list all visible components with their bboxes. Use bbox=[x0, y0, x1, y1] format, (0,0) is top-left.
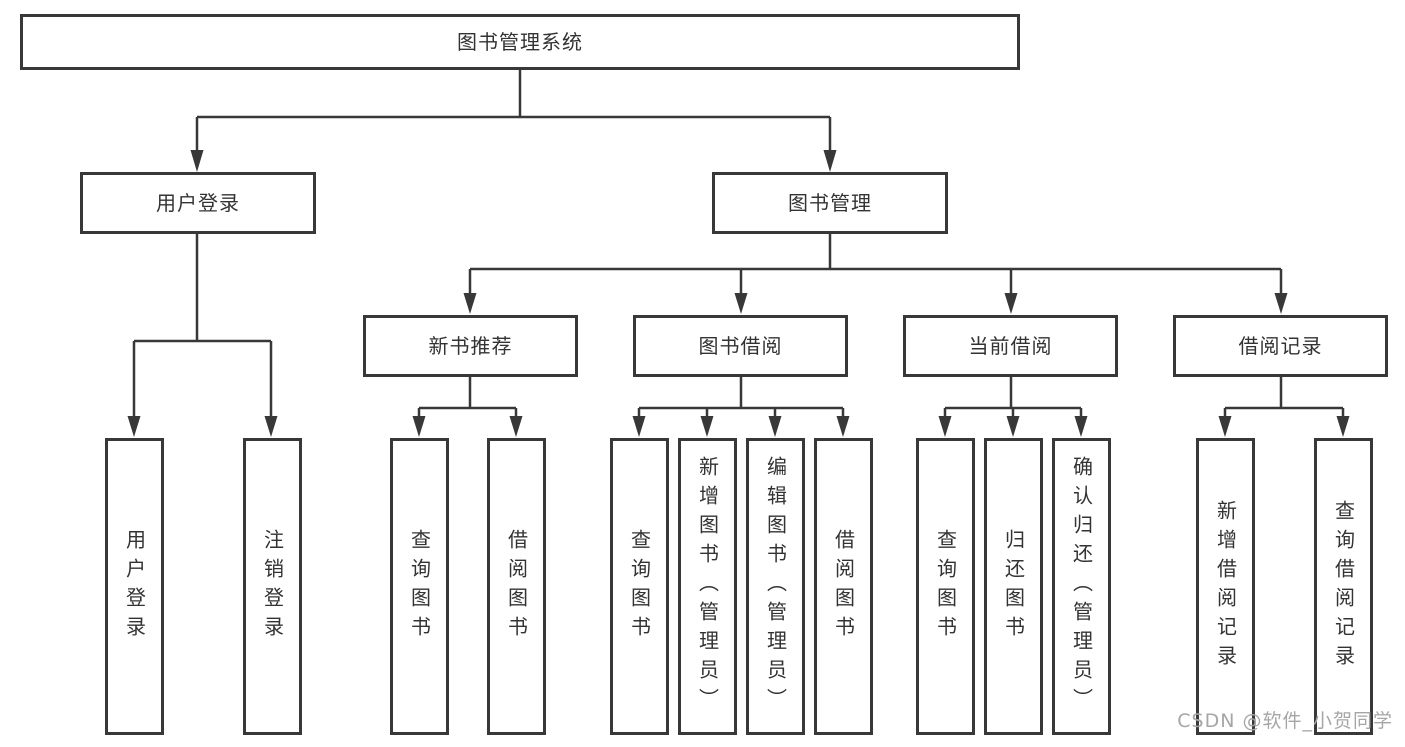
node-user-login: 用户登录 bbox=[80, 172, 316, 234]
leaf-user-login-label: 用户登录 bbox=[122, 528, 147, 645]
leaf-query-book-current: 查询图书 bbox=[916, 438, 975, 735]
csdn-watermark: CSDN @软件_小贺同学 bbox=[1177, 710, 1393, 732]
node-book-management: 图书管理 bbox=[712, 172, 948, 234]
node-new-book-recommend: 新书推荐 bbox=[363, 315, 578, 377]
arrowheads bbox=[127, 150, 1350, 437]
leaf-query-book-borrow: 查询图书 bbox=[610, 438, 669, 735]
leaf-confirm-return-admin: 确认归还（管理员） bbox=[1052, 438, 1111, 735]
leaf-borrow-book: 借阅图书 bbox=[814, 438, 873, 735]
leaf-edit-book-admin: 编辑图书（管理员） bbox=[746, 438, 805, 735]
leaf-logout: 注销登录 bbox=[243, 438, 302, 735]
node-current-borrow: 当前借阅 bbox=[903, 315, 1118, 377]
leaf-borrow-book-label: 借阅图书 bbox=[831, 528, 856, 645]
leaf-return-book-label: 归还图书 bbox=[1001, 528, 1026, 645]
leaf-add-book-admin: 新增图书（管理员） bbox=[678, 438, 737, 735]
leaf-confirm-return-admin-label: 确认归还（管理员） bbox=[1069, 456, 1094, 717]
leaf-query-book-recommend: 查询图书 bbox=[390, 438, 449, 735]
leaf-query-borrow-record: 查询借阅记录 bbox=[1314, 438, 1373, 735]
leaf-return-book: 归还图书 bbox=[984, 438, 1043, 735]
leaf-query-book-current-label: 查询图书 bbox=[933, 528, 958, 645]
leaf-logout-label: 注销登录 bbox=[260, 528, 285, 645]
leaf-add-borrow-record: 新增借阅记录 bbox=[1196, 438, 1255, 735]
leaf-borrow-book-recommend: 借阅图书 bbox=[487, 438, 546, 735]
leaf-borrow-book-recommend-label: 借阅图书 bbox=[504, 528, 529, 645]
leaf-add-book-admin-label: 新增图书（管理员） bbox=[695, 456, 720, 717]
leaf-query-borrow-record-label: 查询借阅记录 bbox=[1331, 499, 1356, 674]
leaf-edit-book-admin-label: 编辑图书（管理员） bbox=[763, 456, 788, 717]
leaf-query-book-recommend-label: 查询图书 bbox=[407, 528, 432, 645]
node-root: 图书管理系统 bbox=[20, 14, 1020, 70]
leaf-user-login: 用户登录 bbox=[105, 438, 164, 735]
leaf-add-borrow-record-label: 新增借阅记录 bbox=[1213, 499, 1238, 674]
leaf-query-book-borrow-label: 查询图书 bbox=[627, 528, 652, 645]
node-book-borrow: 图书借阅 bbox=[633, 315, 848, 377]
node-borrow-record: 借阅记录 bbox=[1173, 315, 1388, 377]
